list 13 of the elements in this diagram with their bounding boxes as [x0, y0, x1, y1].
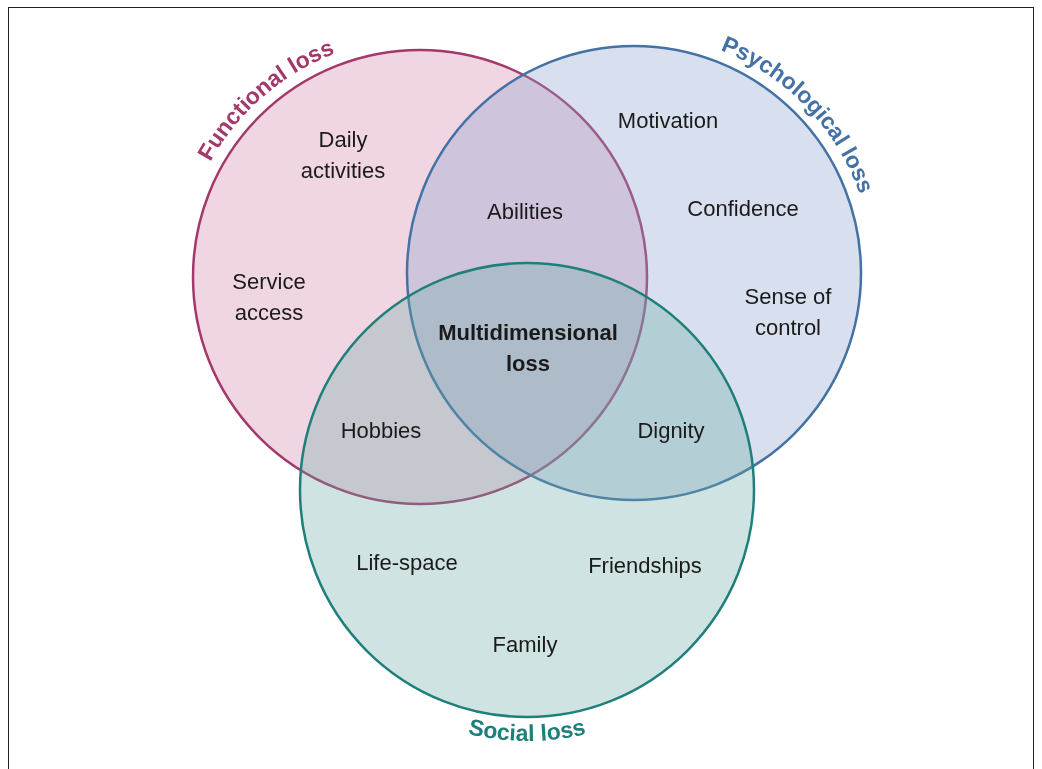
center-label: Multidimensional loss	[437, 319, 619, 378]
item-label: Service access	[231, 268, 307, 327]
item-label: Motivation	[616, 106, 720, 135]
item-label: Dignity	[636, 416, 706, 445]
item-label: Sense of control	[743, 283, 833, 342]
item-label: Confidence	[686, 194, 800, 223]
item-label: Life-space	[355, 548, 459, 577]
item-label: Abilities	[486, 197, 564, 226]
item-label: Hobbies	[339, 416, 423, 445]
item-label: Daily activities	[299, 126, 387, 185]
item-label: Family	[491, 630, 559, 659]
item-label: Friendships	[587, 551, 703, 580]
circle-title: Social loss	[466, 713, 588, 747]
